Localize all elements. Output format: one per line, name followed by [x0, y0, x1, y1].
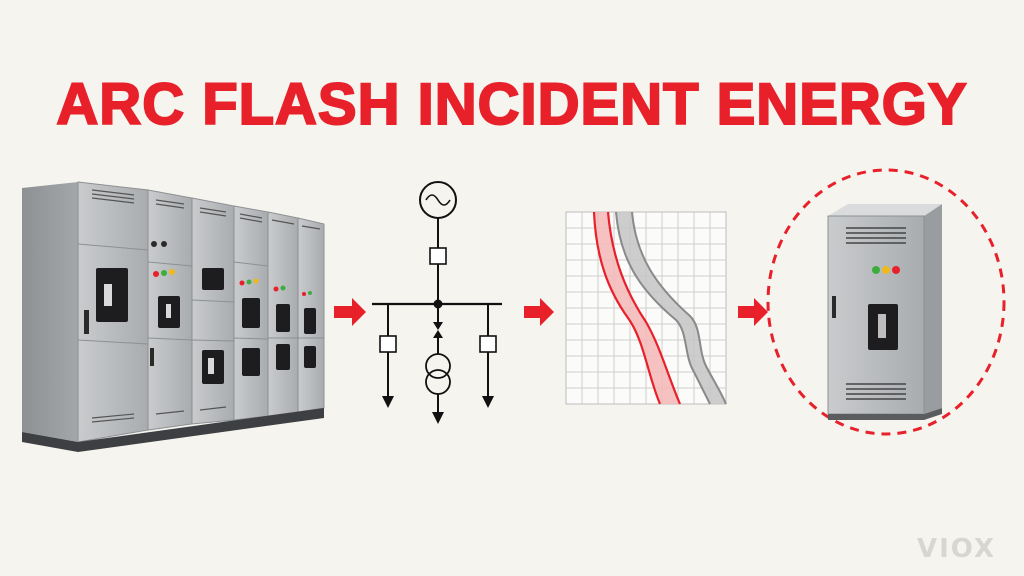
left-feeder-breaker-symbol: [379, 335, 397, 353]
lineup-vents: [91, 189, 321, 423]
right-feeder-breaker-symbol: [479, 335, 497, 353]
lineup-breaker-handles: [104, 284, 214, 374]
lineup-side-panel: [22, 182, 78, 442]
time-current-curves: [565, 211, 727, 405]
tcc-upstream-curve-left: [615, 211, 711, 405]
generator-sine-wave: [425, 194, 451, 206]
flow-arrow-3: [738, 298, 768, 326]
cabinet-bottom-vent: [846, 383, 906, 400]
tcc-device-curve-left: [592, 211, 662, 405]
transformer-lower-winding: [425, 369, 451, 395]
lineup-breakers: [96, 268, 316, 384]
flow-arrow-2: [524, 298, 554, 326]
safety-boundary-circle: [766, 168, 1006, 436]
brand-watermark: VIOX: [916, 534, 996, 564]
cabinet-top: [828, 204, 942, 216]
protected-cabinet: [766, 168, 1006, 436]
lineup-seams: [77, 243, 324, 345]
switchgear-lineup: [22, 181, 325, 452]
center-load-arrow: [432, 412, 444, 424]
tcc-upstream-curve-right: [631, 211, 727, 405]
cabinet-top-vent: [846, 227, 906, 244]
cabinet-door-handle: [832, 296, 836, 318]
cabinet-breaker-handle: [878, 314, 886, 338]
main-breaker-symbol: [429, 247, 447, 265]
flow-arrow-1: [334, 298, 366, 326]
page-title: ARC FLASH INCIDENT ENERGY: [55, 71, 968, 138]
lineup-door-handles: [84, 310, 154, 366]
cabinet-base: [828, 408, 942, 420]
single-line-diagram: [372, 181, 502, 424]
left-load-arrow: [382, 396, 394, 408]
tcc-device-curve-right: [606, 211, 682, 405]
transformer-upper-winding: [425, 353, 451, 379]
right-load-arrow: [482, 396, 494, 408]
lineup-indicator-lights: [151, 241, 312, 296]
disconnect-symbol: [433, 322, 443, 330]
cabinet-side: [924, 204, 942, 414]
lineup-base: [22, 408, 324, 452]
tcc-upstream-band: [616, 212, 726, 404]
tcc-grid: [565, 211, 727, 405]
cabinet-indicator-lights: [872, 266, 900, 274]
